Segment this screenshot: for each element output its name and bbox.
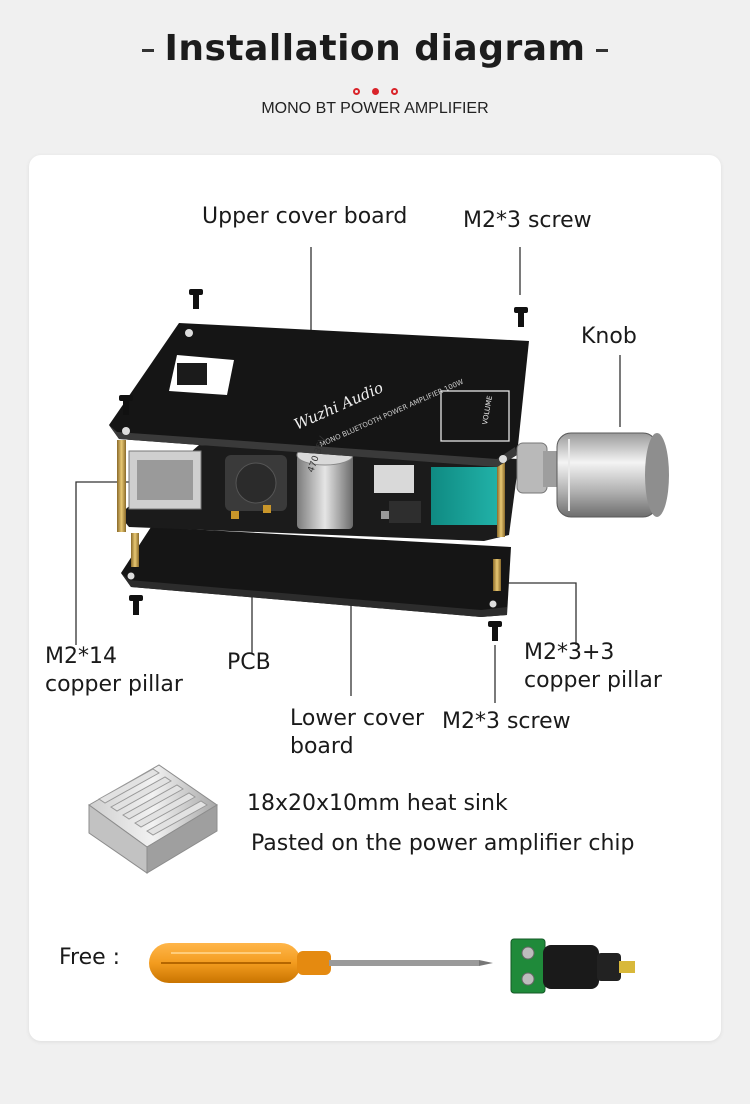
heat-sink-title: 18x20x10mm heat sink <box>247 791 508 816</box>
page-title: Installation diagram <box>0 28 750 69</box>
screw-icon <box>119 395 133 415</box>
upper-cover-board: Wuzhi Audio MONO BLUETOOTH POWER AMPLIFI… <box>109 323 529 474</box>
label-m233-line1: M2*3+3 <box>524 640 615 665</box>
decorative-dots <box>0 80 750 99</box>
label-m214-line1: M2*14 <box>45 644 117 669</box>
free-label: Free : <box>59 945 121 970</box>
label-top-screw: M2*3 screw <box>463 208 592 233</box>
label-m214-line2: copper pillar <box>45 672 183 697</box>
label-lower-line1: Lower cover <box>290 706 425 731</box>
screw-icon <box>488 621 502 641</box>
copper-pillars <box>117 440 505 591</box>
dot-icon <box>352 88 360 95</box>
pcb <box>119 444 519 541</box>
label-pcb: PCB <box>227 650 271 675</box>
amplifier-assembly-illustration: Wuzhi Audio MONO BLUETOOTH POWER AMPLIFI… <box>75 247 669 994</box>
title-dash-left <box>142 48 155 52</box>
page-subtitle: MONO BT POWER AMPLIFIER <box>261 100 489 117</box>
knob-icon <box>516 432 669 518</box>
lower-cover-board <box>121 527 511 617</box>
label-upper-cover-board: Upper cover board <box>202 204 408 229</box>
screw-icon <box>514 307 528 327</box>
screws <box>119 289 528 641</box>
label-knob: Knob <box>581 324 637 349</box>
dot-icon <box>390 88 398 95</box>
screw-icon <box>189 289 203 309</box>
label-lower-line2: board <box>290 734 354 759</box>
heat-sink-note: Pasted on the power amplifier chip <box>251 831 635 856</box>
title-text: Installation diagram <box>164 28 586 69</box>
label-m233-line2: copper pillar <box>524 668 662 693</box>
label-bottom-screw: M2*3 screw <box>442 709 571 734</box>
label-m233-copper-pillar: M2*3+3 copper pillar <box>524 639 662 695</box>
dot-icon <box>371 88 379 95</box>
title-dash-right <box>595 48 608 52</box>
screw-icon <box>129 595 143 615</box>
screwdriver-icon <box>149 943 493 983</box>
dc-connector-icon <box>510 938 635 994</box>
diagram-card: Wuzhi Audio MONO BLUETOOTH POWER AMPLIFI… <box>29 155 721 1041</box>
label-m214-copper-pillar: M2*14 copper pillar <box>45 643 183 699</box>
label-lower-cover-board: Lower cover board <box>290 705 424 761</box>
heat-sink-icon <box>88 764 218 874</box>
